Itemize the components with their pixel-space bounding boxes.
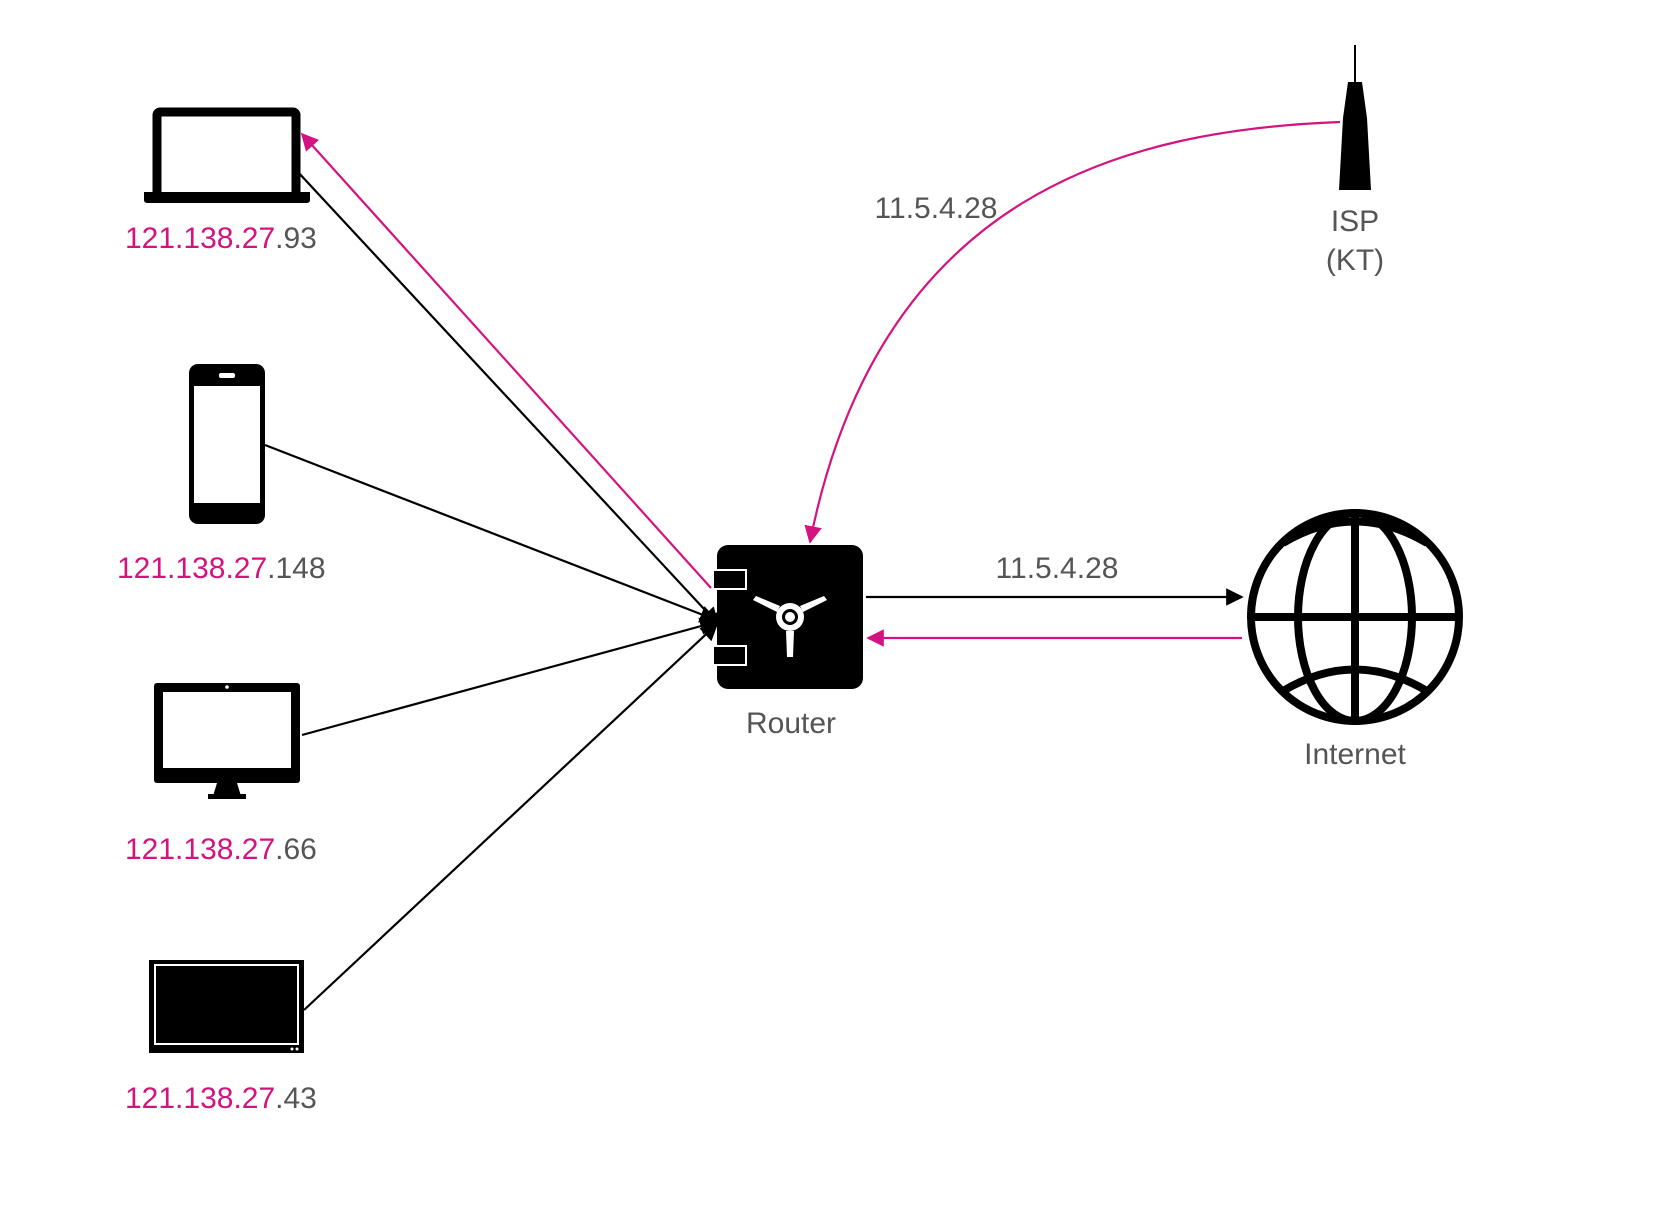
link-isp-to-router bbox=[804, 120, 1341, 544]
router-icon bbox=[709, 545, 863, 689]
device-labels: 121.138.27.93 121.138.27.148 121.138.27.… bbox=[117, 222, 326, 1115]
link-router-to-laptop bbox=[300, 132, 712, 589]
isp-label-line2: (KT) bbox=[1326, 244, 1384, 277]
internet-link-ip-label: 11.5.4.28 bbox=[996, 552, 1119, 585]
isp-label-line1: ISP bbox=[1331, 205, 1379, 238]
link-tv-to-router bbox=[303, 622, 719, 1011]
connections bbox=[264, 120, 1341, 1011]
ip-label-laptop: 121.138.27.93 bbox=[125, 222, 317, 255]
router-label: Router bbox=[746, 707, 836, 740]
globe-icon bbox=[1247, 509, 1463, 725]
phone-icon bbox=[189, 364, 265, 524]
ip-label-tv: 121.138.27.43 bbox=[125, 1082, 317, 1115]
monitor-icon bbox=[154, 683, 300, 799]
laptop-icon bbox=[144, 107, 310, 203]
link-monitor-to-router bbox=[301, 617, 718, 737]
ip-label-phone: 121.138.27.148 bbox=[117, 552, 326, 585]
link-phone-to-router bbox=[264, 443, 718, 623]
isp-link-ip-label: 11.5.4.28 bbox=[875, 192, 998, 225]
link-laptop-to-router bbox=[296, 170, 720, 626]
tower-icon bbox=[1339, 45, 1371, 190]
ip-label-monitor: 121.138.27.66 bbox=[125, 833, 317, 866]
internet-label: Internet bbox=[1304, 738, 1406, 771]
tv-icon bbox=[149, 960, 304, 1053]
